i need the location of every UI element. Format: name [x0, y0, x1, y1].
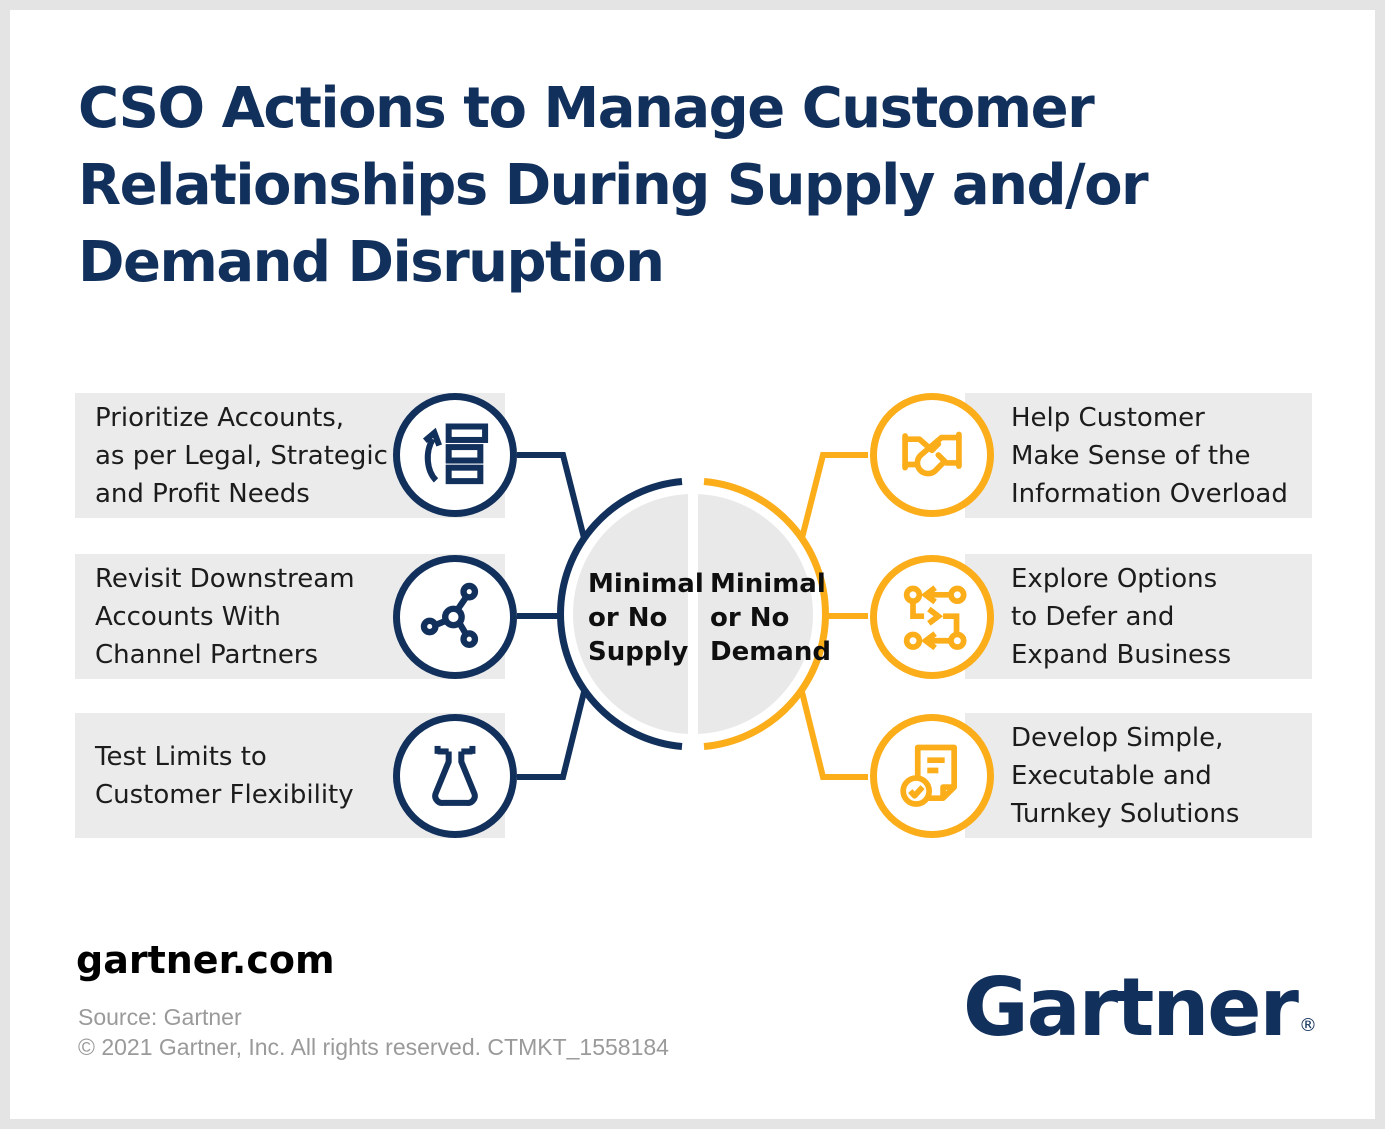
hub-label-demand: Minimal or No Demand	[710, 569, 831, 667]
item-text: Explore Options to Defer and Expand Busi…	[1011, 563, 1232, 670]
flask-icon	[393, 714, 517, 838]
item-text: Prioritize Accounts, as per Legal, Strat…	[95, 402, 388, 509]
gartner-logo: Gartner®	[963, 968, 1317, 1070]
registered-trademark-icon: ®	[1299, 1015, 1317, 1036]
item-text: Test Limits to Customer Flexibility	[95, 741, 354, 810]
item-text: Develop Simple, Executable and Turnkey S…	[1011, 722, 1240, 829]
document-check-icon	[870, 714, 994, 838]
gartner-logo-text: Gartner	[962, 961, 1299, 1054]
hub-label-supply: Minimal or No Supply	[588, 569, 704, 667]
prioritize-list-icon	[393, 393, 517, 517]
source-copyright-text: Source: Gartner © 2021 Gartner, Inc. All…	[78, 1004, 669, 1060]
list-item: Explore Options to Defer and Expand Busi…	[965, 554, 1312, 679]
gartner-com-url: gartner.com	[76, 938, 335, 982]
branch-options-icon	[870, 555, 994, 679]
list-item: Develop Simple, Executable and Turnkey S…	[965, 713, 1312, 838]
list-item: Help Customer Make Sense of the Informat…	[965, 393, 1312, 518]
handshake-icon	[870, 393, 994, 517]
item-text: Help Customer Make Sense of the Informat…	[1011, 402, 1288, 509]
page-title: CSO Actions to Manage Customer Relations…	[78, 76, 1149, 295]
item-text: Revisit Downstream Accounts With Channel…	[95, 563, 355, 670]
network-nodes-icon	[393, 555, 517, 679]
